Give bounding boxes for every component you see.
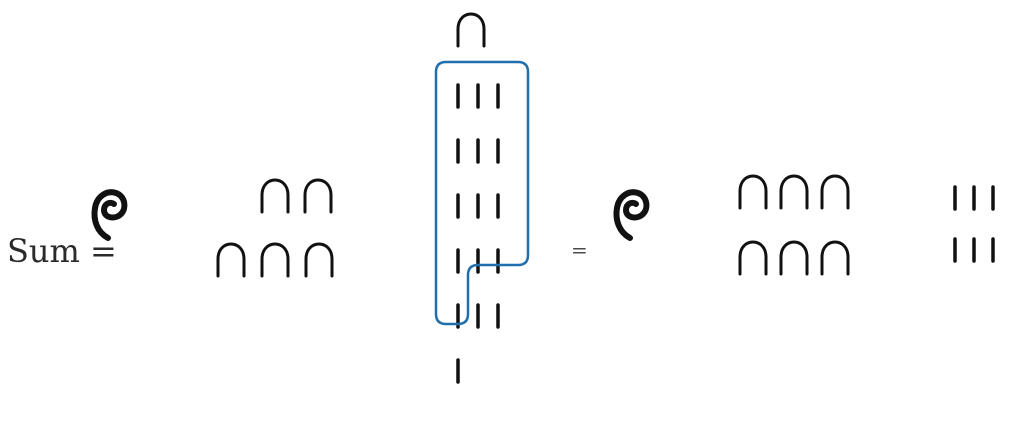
- hundred-coil-glyph: [617, 192, 647, 238]
- ten-heel-bone-glyph: [456, 12, 486, 48]
- ten-heel-bone-glyph: [216, 242, 246, 278]
- ten-heel-bone-glyph: [820, 240, 850, 276]
- equals-sign: =: [571, 238, 588, 262]
- ten-heel-bone-glyph: [779, 240, 809, 276]
- hundred-coil-glyph: [95, 192, 125, 238]
- sum-label: Sum =: [7, 232, 117, 270]
- ten-heel-bone-glyph: [260, 242, 290, 278]
- ten-heel-bone-glyph: [779, 174, 809, 210]
- carry-group-highlight-box: [434, 60, 530, 326]
- ten-heel-bone-glyph: [303, 178, 333, 214]
- ten-heel-bone-glyph: [260, 178, 290, 214]
- ten-heel-bone-glyph: [820, 174, 850, 210]
- ten-heel-bone-glyph: [738, 174, 768, 210]
- ten-heel-bone-glyph: [304, 242, 334, 278]
- ten-heel-bone-glyph: [738, 240, 768, 276]
